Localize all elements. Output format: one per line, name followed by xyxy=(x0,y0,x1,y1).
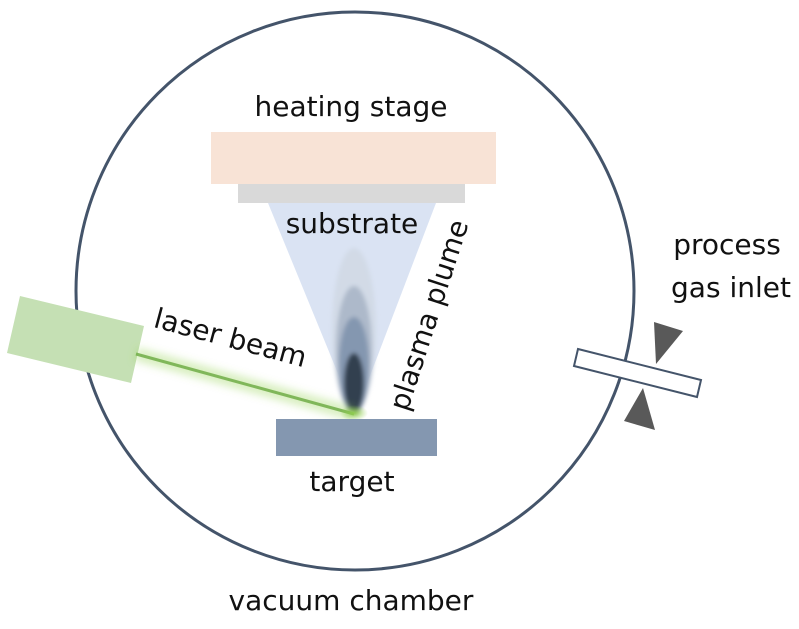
valve-upper-triangle xyxy=(654,322,683,364)
vacuum-chamber-label: vacuum chamber xyxy=(229,584,474,617)
process-gas-inlet xyxy=(572,322,703,430)
process-gas-inlet-label-line1: process xyxy=(673,228,781,261)
process-gas-inlet-label-line2: gas inlet xyxy=(671,271,791,304)
heating-stage-label: heating stage xyxy=(254,90,447,123)
plasma-plume xyxy=(332,248,376,414)
target xyxy=(276,419,437,456)
laser-source xyxy=(7,296,144,383)
heating-stage xyxy=(211,132,496,184)
laser-beam xyxy=(134,347,368,421)
substrate-label: substrate xyxy=(286,207,419,240)
target-label: target xyxy=(309,465,394,498)
substrate xyxy=(238,184,465,203)
gas-inlet-pipe xyxy=(572,347,703,399)
vacuum-chamber-outline xyxy=(74,10,636,572)
valve-lower-triangle xyxy=(624,388,655,430)
